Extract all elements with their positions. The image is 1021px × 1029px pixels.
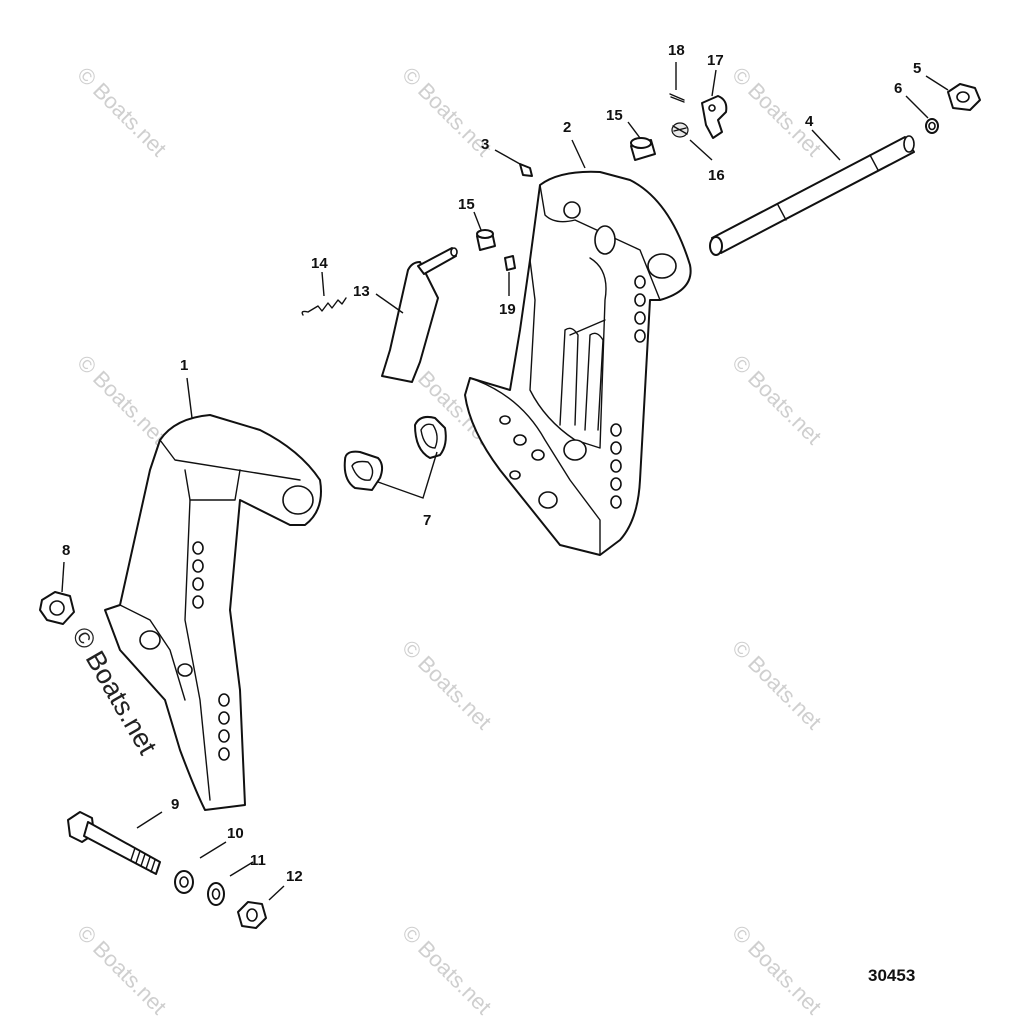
callout-16: 16 <box>708 167 725 184</box>
callout-14: 14 <box>311 255 328 272</box>
adjustment-holes <box>610 275 646 509</box>
part-13-tilt-lever <box>381 247 458 383</box>
callout-3: 3 <box>481 136 490 153</box>
part-10-washer <box>174 870 194 894</box>
part-2-clamp-bracket <box>464 170 692 556</box>
part-17-lever <box>701 95 728 139</box>
callout-15-upper: 15 <box>606 107 623 124</box>
callout-9: 9 <box>171 796 180 813</box>
part-15-bushing-lower <box>476 229 496 251</box>
leader-lines <box>61 62 949 901</box>
callout-13: 13 <box>353 283 370 300</box>
callout-10: 10 <box>227 825 244 842</box>
part-11-washer <box>207 882 225 906</box>
part-1-clamp-bracket <box>104 414 322 811</box>
callout-7: 7 <box>423 512 432 529</box>
callout-8: 8 <box>62 542 71 559</box>
part-12-nut <box>237 901 267 929</box>
callout-19: 19 <box>499 301 516 318</box>
drawing-number: 30453 <box>868 966 916 985</box>
part-19-pin <box>504 255 516 271</box>
part-5-nut <box>947 83 981 111</box>
callout-5: 5 <box>913 60 922 77</box>
part-7-plates <box>343 415 447 491</box>
part-15-bushing-upper <box>630 137 656 161</box>
part-6-washer <box>925 118 939 134</box>
callout-12: 12 <box>286 868 303 885</box>
part-8-nut <box>39 591 75 625</box>
part-14-spring <box>301 297 347 316</box>
callout-18: 18 <box>668 42 685 59</box>
part-18-pin <box>669 93 685 103</box>
callout-4: 4 <box>805 113 814 130</box>
part-9-bolt <box>67 811 161 875</box>
part-3-grease-fitting <box>519 163 533 177</box>
part-16-spring <box>671 122 689 138</box>
adjustment-holes <box>192 541 230 761</box>
callout-6: 6 <box>894 80 903 97</box>
callout-15-lower: 15 <box>458 196 475 213</box>
callout-2: 2 <box>563 119 572 136</box>
callout-1: 1 <box>180 357 189 374</box>
callout-11: 11 <box>250 852 266 869</box>
part-4-tilt-tube <box>709 135 915 256</box>
callout-17: 17 <box>707 52 724 69</box>
